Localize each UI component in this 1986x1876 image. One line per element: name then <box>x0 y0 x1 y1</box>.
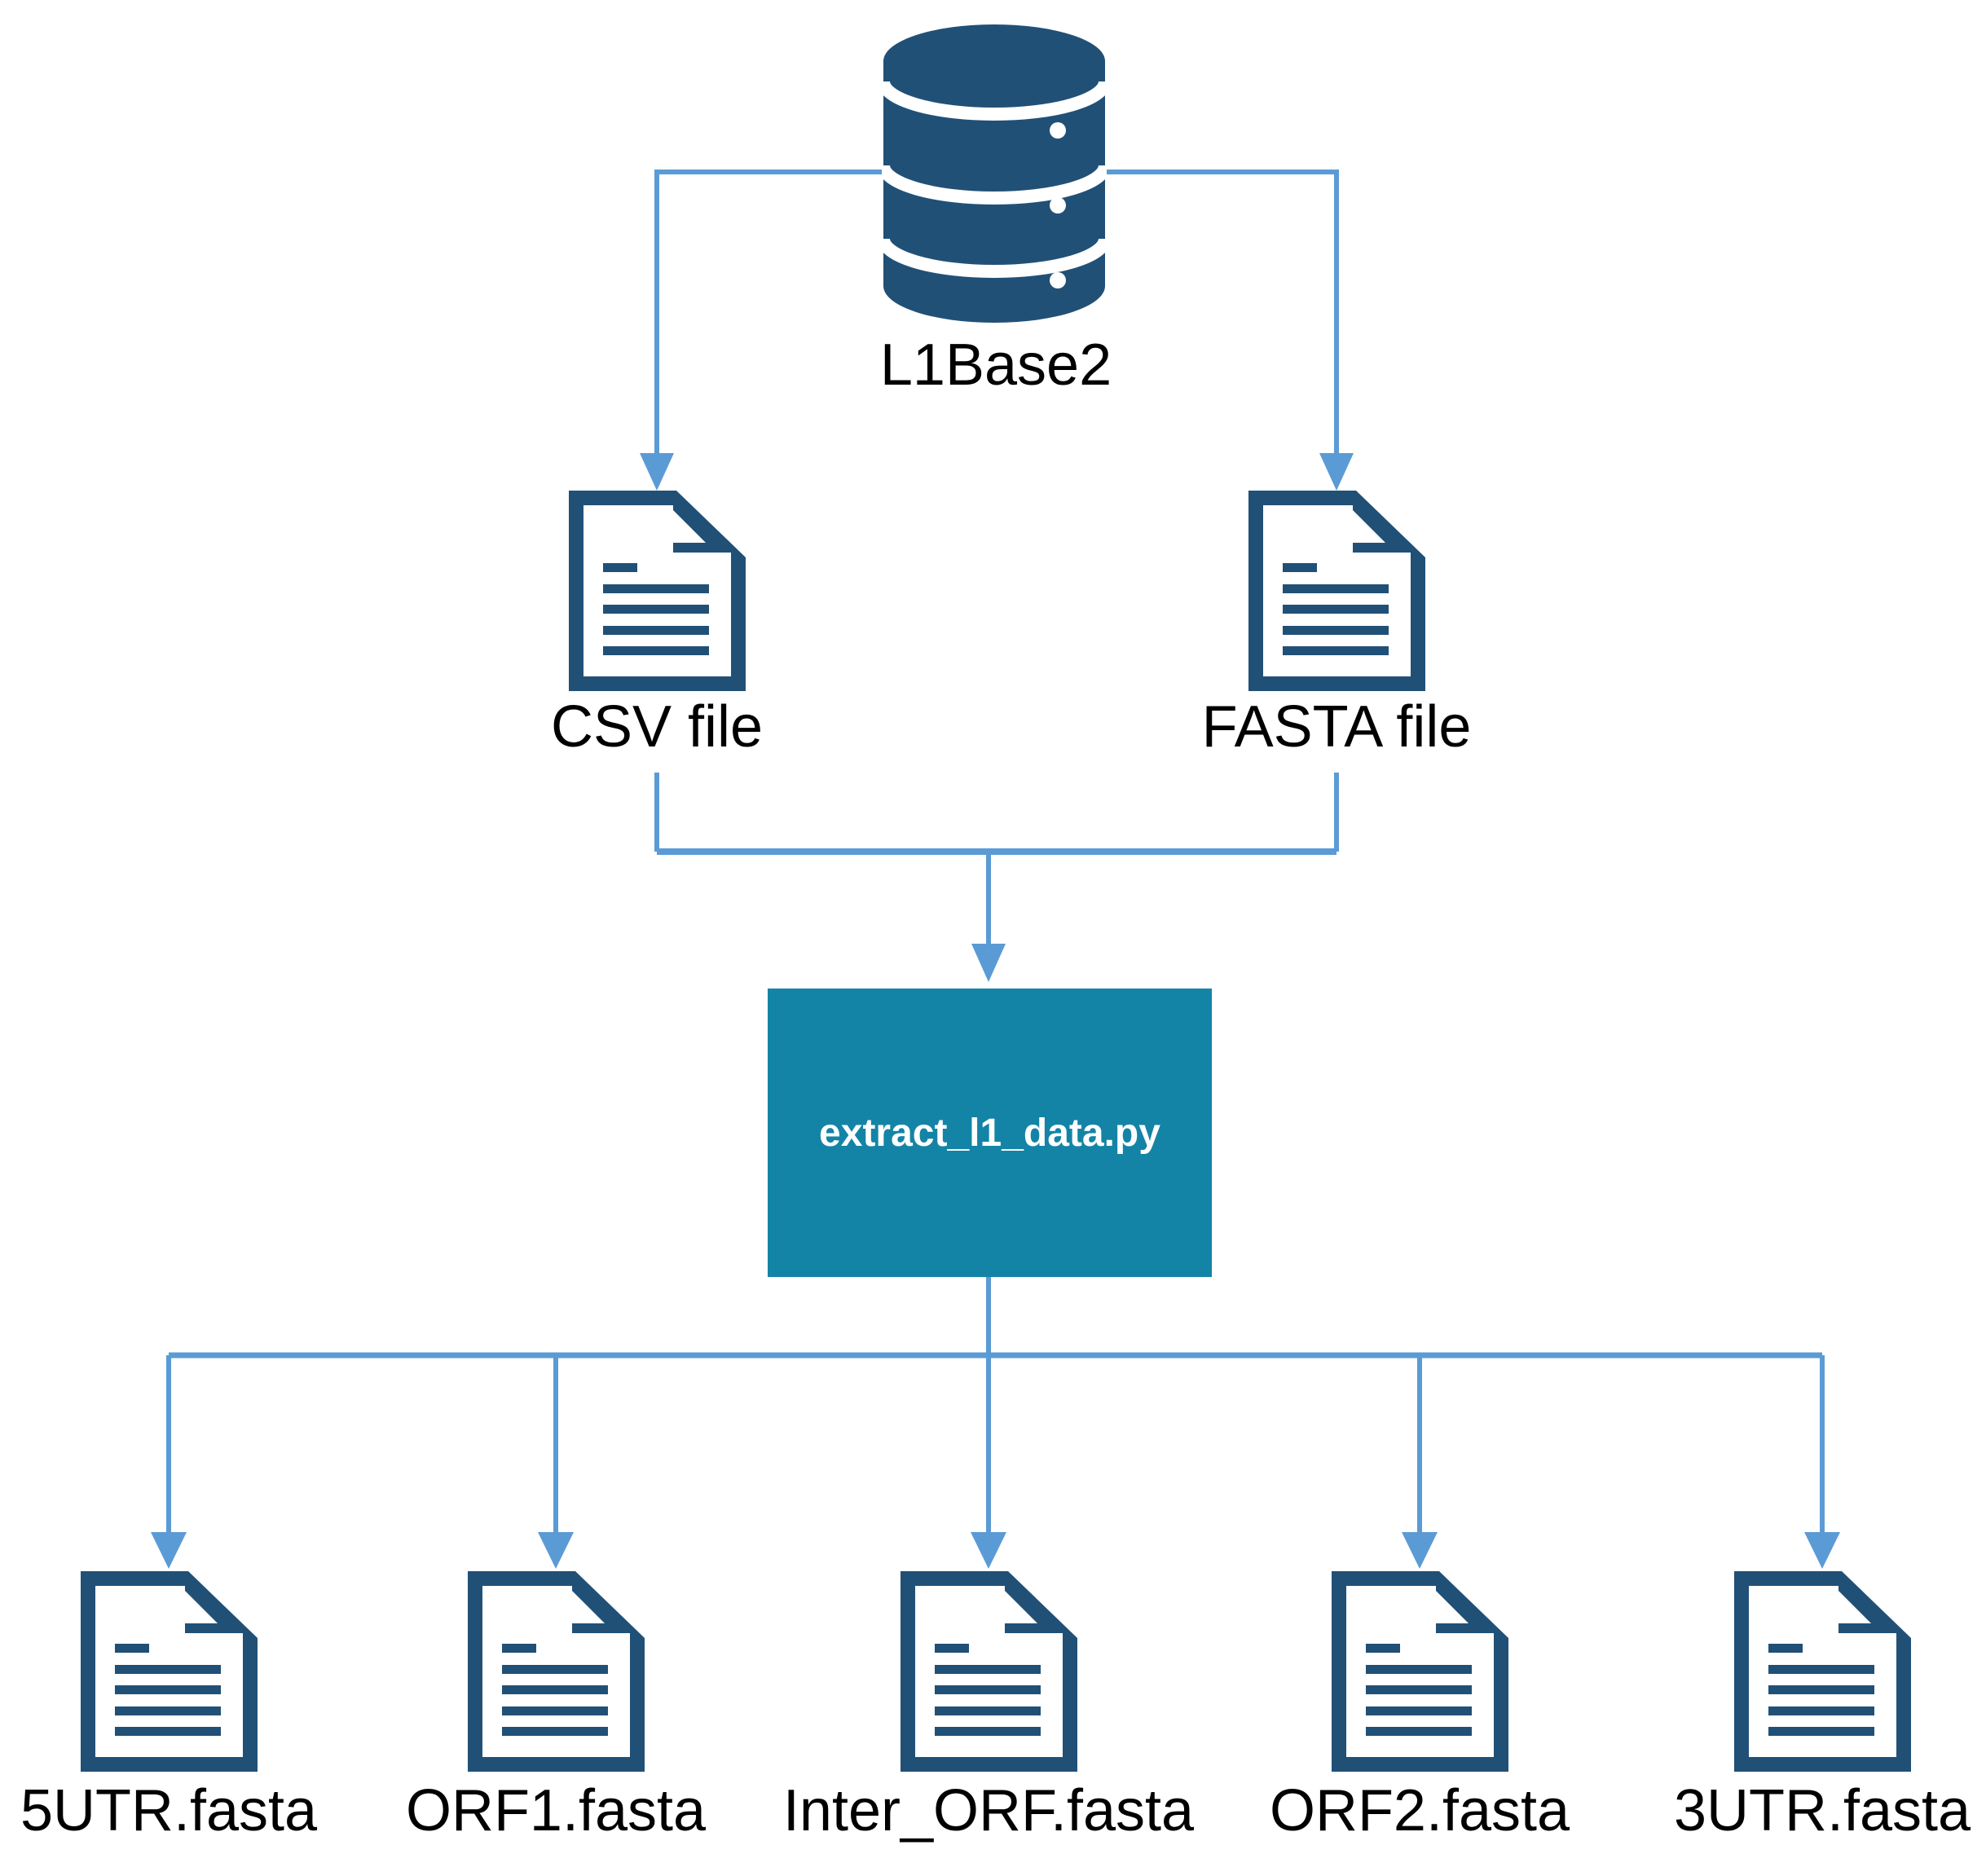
csv-document-icon <box>569 491 746 691</box>
arrow-down-icon <box>971 944 1006 982</box>
arrow-down-icon <box>538 1532 574 1569</box>
fasta-file-label: FASTA file <box>1201 694 1472 760</box>
edge-db-to-csv <box>654 170 882 455</box>
output-document-icon-inter-orf <box>901 1571 1077 1772</box>
database-icon <box>882 23 1107 324</box>
arrow-down-icon <box>640 453 674 491</box>
arrow-down-icon <box>151 1532 187 1569</box>
output-label-5utr: 5UTR.fasta <box>20 1778 318 1843</box>
arrow-down-icon <box>1402 1532 1438 1569</box>
output-label-3utr: 3UTR.fasta <box>1673 1778 1971 1843</box>
process-node: extract_l1_data.py <box>768 989 1212 1277</box>
output-document-icon-3utr <box>1734 1571 1911 1772</box>
arrow-down-icon <box>1319 453 1354 491</box>
process-label: extract_l1_data.py <box>819 1111 1160 1155</box>
arrow-down-icon <box>971 1532 1006 1569</box>
output-label-inter-orf: Inter_ORF.fasta <box>782 1778 1195 1843</box>
fasta-document-icon <box>1248 491 1425 691</box>
output-label-orf2: ORF2.fasta <box>1269 1778 1570 1843</box>
edge-db-to-fasta <box>1107 170 1339 455</box>
arrow-down-icon <box>1804 1532 1840 1569</box>
database-label: L1Base2 <box>879 332 1112 398</box>
output-document-icon-orf2 <box>1332 1571 1508 1772</box>
output-document-icon-5utr <box>81 1571 258 1772</box>
output-document-icon-orf1 <box>468 1571 645 1772</box>
output-label-orf1: ORF1.fasta <box>405 1778 707 1843</box>
csv-file-label: CSV file <box>550 694 764 760</box>
